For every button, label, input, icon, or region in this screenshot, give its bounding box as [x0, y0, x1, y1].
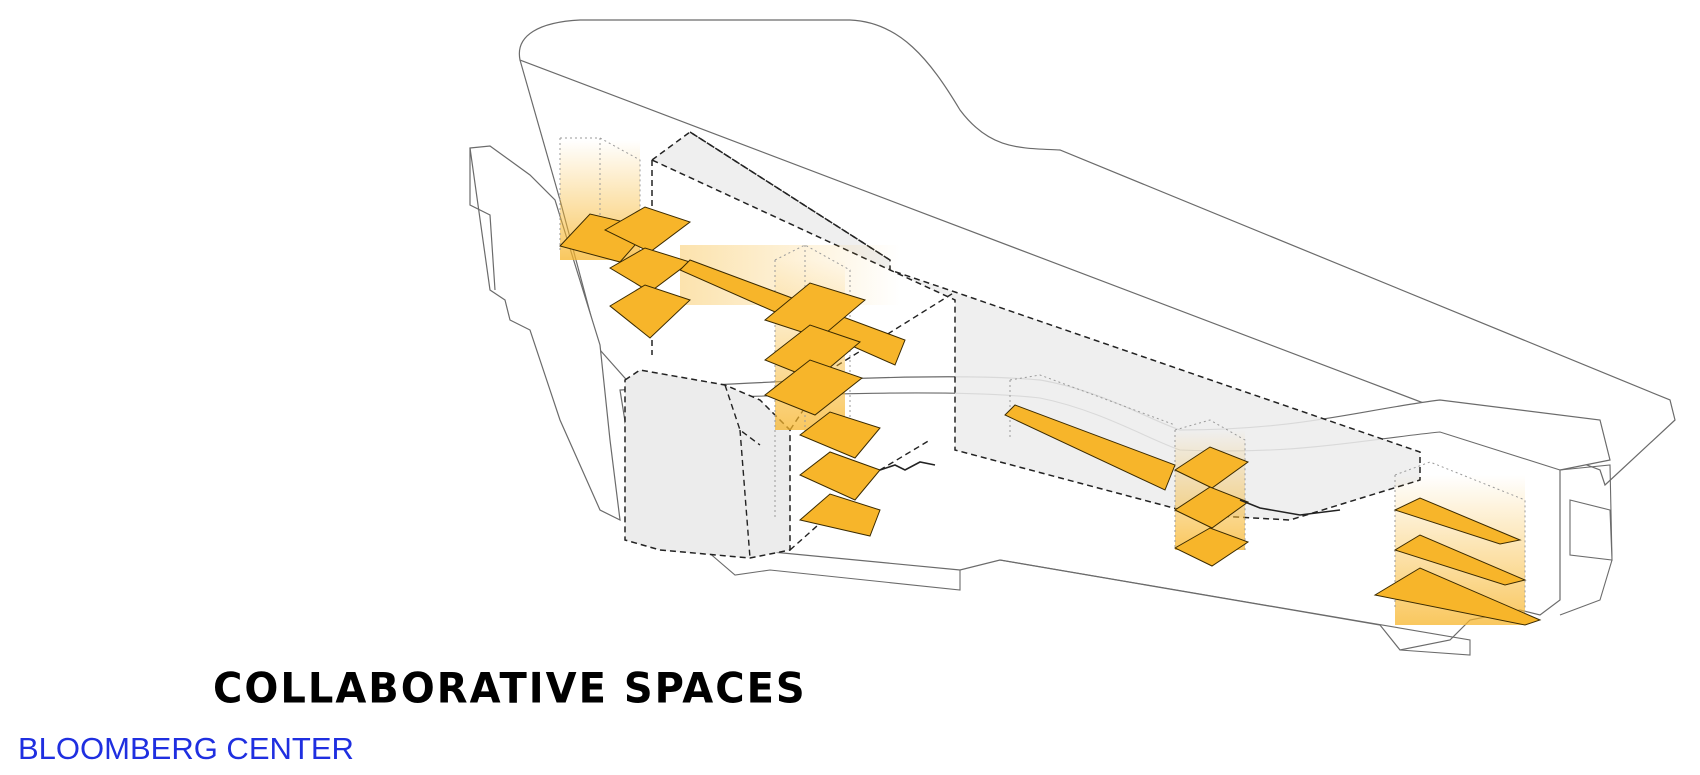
- dashed-volume-upper: [650, 131, 1421, 521]
- collab-slabs-left-tower: [559, 206, 692, 339]
- lower-base-edge: [699, 544, 1471, 656]
- collab-slab: [764, 359, 864, 416]
- left-wing-inner: [469, 148, 496, 291]
- collab-slab: [1173, 527, 1250, 567]
- collab-slab: [1173, 446, 1250, 489]
- left-wing-outline: [469, 145, 621, 522]
- collab-wedge: [1393, 497, 1522, 545]
- diagram-subtitle: BLOOMBERG CENTER: [18, 731, 354, 766]
- roof-edge: [519, 59, 641, 396]
- collab-slabs-mid-tower: [763, 282, 881, 537]
- roof-outline: [518, 19, 1676, 487]
- collab-slabs-center-tower: [1173, 446, 1250, 567]
- right-end-fin: [1569, 499, 1613, 561]
- collab-slab: [609, 284, 691, 339]
- dashed-volume-lower-edge: [724, 384, 761, 559]
- dark-base-detail: [879, 461, 1341, 516]
- collab-slab: [799, 411, 881, 459]
- dashed-volume-lower: [624, 369, 791, 559]
- collab-wedges-right-tower: [1373, 497, 1542, 626]
- collab-wedge: [1393, 534, 1527, 586]
- collab-bar-center: [1004, 404, 1176, 491]
- collab-slab: [1173, 486, 1250, 529]
- collab-slab: [798, 493, 881, 537]
- collab-wedge: [1373, 567, 1542, 626]
- diagram-title: COLLABORATIVE SPACES: [213, 664, 807, 714]
- collab-slab: [603, 206, 692, 253]
